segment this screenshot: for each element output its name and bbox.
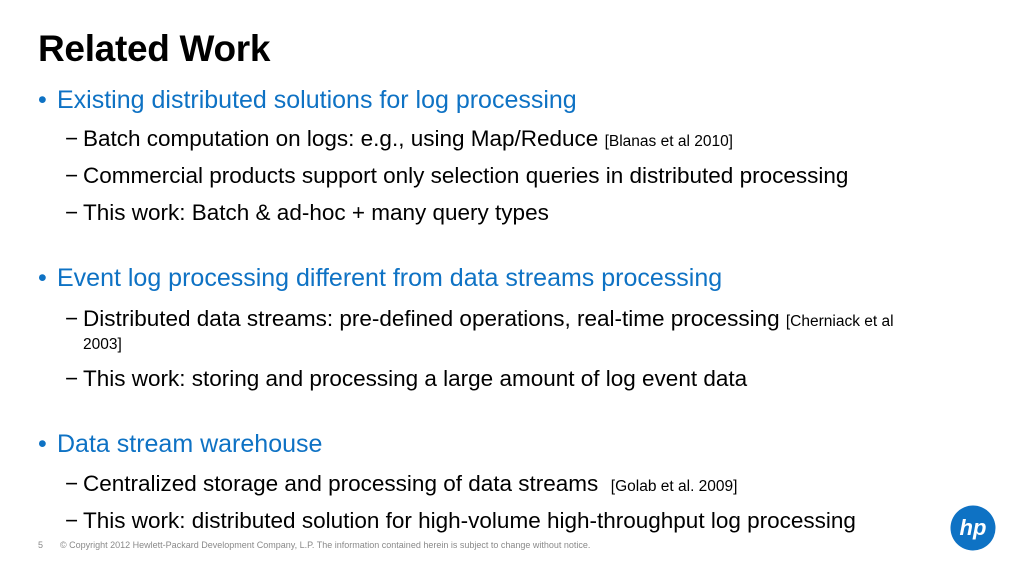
sub-item-batch: −Batch computation on logs: e.g., using … <box>65 126 733 152</box>
sub-item-text: Distributed data streams: pre-defined op… <box>83 306 780 331</box>
sub-item-this-work-storing: −This work: storing and processing a lar… <box>65 366 747 392</box>
dash-glyph: − <box>65 366 79 391</box>
dash-glyph: − <box>65 126 79 151</box>
bullet-event-log: • Event log processing different from dat… <box>38 264 722 293</box>
citation: [Cherniack et al <box>785 313 894 330</box>
bullet-existing-solutions: • Existing distributed solutions for log … <box>38 86 577 115</box>
sub-item-commercial: −Commercial products support only select… <box>65 163 848 189</box>
sub-item-text: Batch computation on logs: e.g., using M… <box>83 126 599 151</box>
sub-item-text: Commercial products support only selecti… <box>83 163 849 188</box>
dash-glyph: − <box>65 200 79 225</box>
bullet-data-stream-warehouse: • Data stream warehouse <box>38 430 322 459</box>
sub-item-this-work-distributed: −This work: distributed solution for hig… <box>65 508 856 534</box>
dash-glyph: − <box>65 306 79 331</box>
sub-item-centralized: −Centralized storage and processing of d… <box>65 471 737 497</box>
bullet-text: Event log processing different from data… <box>57 264 723 292</box>
citation: [Golab et al. 2009] <box>610 478 738 495</box>
dash-glyph: − <box>65 508 79 533</box>
slide-title: Related Work <box>38 28 271 69</box>
sub-item-text: This work: storing and processing a larg… <box>83 366 748 391</box>
citation: [Blanas et al 2010] <box>604 133 733 150</box>
bullet-glyph: • <box>38 264 47 292</box>
dash-glyph: − <box>65 471 79 496</box>
bullet-glyph: • <box>38 430 47 458</box>
bullet-glyph: • <box>38 86 47 114</box>
bullet-text: Data stream warehouse <box>57 430 323 458</box>
bullet-text: Existing distributed solutions for log p… <box>57 86 577 114</box>
copyright-notice: © Copyright 2012 Hewlett-Packard Develop… <box>60 540 591 550</box>
sub-item-text: This work: Batch & ad-hoc + many query t… <box>83 200 549 225</box>
sub-item-distributed-streams: −Distributed data streams: pre-defined o… <box>65 306 894 332</box>
dash-glyph: − <box>65 163 79 188</box>
sub-item-text: Centralized storage and processing of da… <box>83 471 599 496</box>
hp-logo-icon: hp <box>950 505 996 551</box>
citation-continuation: 2003] <box>83 336 122 353</box>
sub-item-text: This work: distributed solution for high… <box>83 508 856 533</box>
hp-logo-text: hp <box>960 515 987 540</box>
page-number: 5 <box>38 540 44 550</box>
sub-item-this-work-batch: −This work: Batch & ad-hoc + many query … <box>65 200 549 226</box>
